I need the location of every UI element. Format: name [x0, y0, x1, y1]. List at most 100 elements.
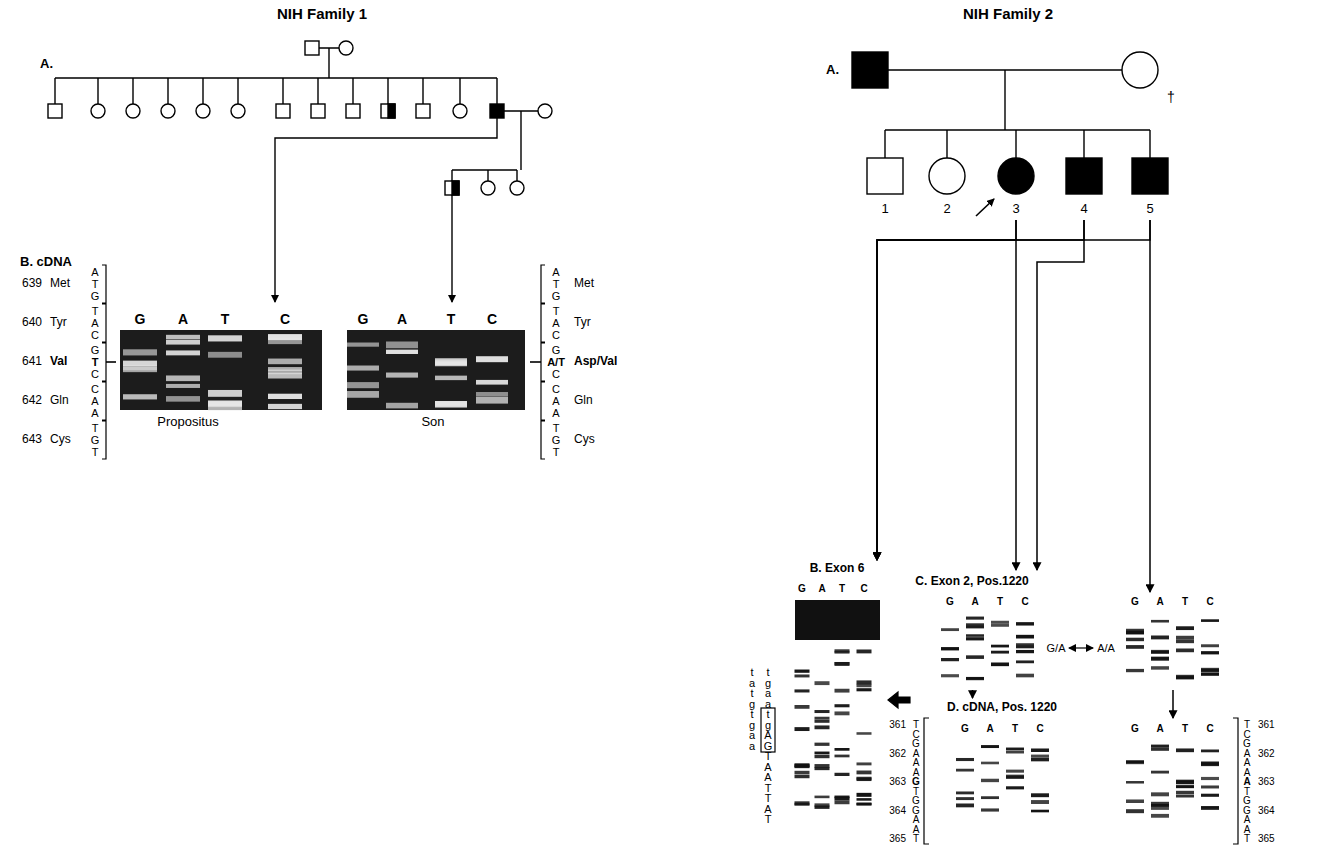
figure-label: A	[1243, 776, 1250, 787]
node-text: Propositus	[157, 415, 218, 429]
pedigree-lines	[452, 111, 538, 181]
figure-label: Asp/Val	[574, 355, 617, 368]
female-symbol	[1122, 52, 1158, 88]
gel-band	[1151, 650, 1169, 653]
figure-label: G	[1243, 795, 1251, 806]
gel-band	[835, 689, 850, 693]
figure-label: 640	[22, 316, 42, 329]
sample-connector	[1037, 220, 1084, 570]
pedigree-individual: 4	[1064, 156, 1104, 220]
figure-label: Met	[50, 277, 70, 290]
gel-band	[1016, 660, 1034, 663]
gel-band	[1151, 747, 1169, 750]
gel-band	[815, 803, 830, 806]
gel-band	[815, 767, 830, 770]
gel-band	[857, 684, 872, 687]
node-text: A	[397, 312, 407, 327]
sample-connector	[877, 220, 1084, 560]
affected-female-symbol	[998, 158, 1034, 194]
figure-label: A	[91, 317, 98, 329]
pointer-arrow	[888, 692, 910, 708]
gel-band	[1201, 644, 1219, 647]
gel-band	[1126, 760, 1144, 764]
node-text: D. cDNA, Pos. 1220	[947, 701, 1057, 714]
pedigree-symbol	[865, 156, 905, 196]
gel-panel: GATC	[1118, 592, 1228, 690]
node-text: C	[1036, 723, 1043, 734]
gel-band	[166, 350, 200, 355]
figure-label: 643	[22, 433, 42, 446]
male-symbol	[311, 104, 325, 118]
figure-label: A	[913, 814, 920, 825]
gel-band	[981, 762, 999, 765]
gel-band	[815, 717, 830, 720]
figure-label: t	[750, 708, 753, 720]
gel-band	[835, 748, 850, 751]
node-text: C	[1206, 723, 1213, 734]
gel-band	[966, 655, 984, 659]
gel-band	[956, 791, 974, 794]
codon-bracket	[924, 718, 929, 844]
figure-label: A	[91, 395, 98, 407]
figure-label: NIH Family 2	[963, 6, 1053, 23]
figure-label: T	[92, 446, 99, 458]
gel-band	[835, 711, 850, 715]
carrier-fill	[452, 181, 459, 195]
figure-label: C	[1243, 728, 1250, 739]
gel-band	[795, 670, 810, 673]
figure-label: A	[552, 317, 559, 329]
gel-band	[1126, 799, 1144, 803]
gel-band	[476, 397, 508, 404]
node-text: Son	[421, 415, 444, 429]
figure-label: A	[913, 747, 920, 758]
double-arrow	[1069, 647, 1093, 648]
sample-connector	[972, 690, 974, 698]
gel-band	[1031, 800, 1049, 804]
figure-label: Cys	[50, 433, 71, 446]
gel-band	[166, 340, 200, 345]
gel-band	[835, 773, 850, 776]
gel-band	[795, 763, 810, 766]
gel-panel: GATC	[1115, 718, 1230, 825]
figure-label: NIH Family 1	[277, 6, 367, 23]
gel-band	[1176, 795, 1194, 798]
male-symbol	[867, 158, 903, 194]
node-text: G	[358, 312, 369, 327]
gel-band	[835, 704, 850, 707]
gel-band	[208, 390, 242, 397]
figure-label: g	[749, 697, 755, 709]
gel-band	[857, 803, 872, 806]
figure-label: A.	[826, 63, 839, 77]
figure-label: C	[552, 368, 560, 380]
figure-label: 365	[889, 833, 906, 844]
gel-band	[1201, 785, 1219, 788]
figure-label: 642	[22, 394, 42, 407]
figure-label: T	[765, 813, 772, 825]
gel-band	[1176, 781, 1194, 785]
figure-label: A/A	[1097, 642, 1115, 654]
female-symbol	[929, 158, 965, 194]
figure-label: A	[1244, 823, 1251, 834]
gel-band	[1176, 785, 1194, 788]
gel-band	[476, 392, 508, 396]
gel-band	[795, 674, 810, 677]
gel-image	[120, 330, 322, 410]
gel-band	[268, 367, 302, 371]
figure-label: T	[92, 305, 99, 317]
gel-band	[1016, 674, 1034, 678]
figure-label: A	[764, 771, 771, 783]
gel-band	[1151, 802, 1169, 806]
gel-band	[208, 335, 242, 341]
figure-label: C	[91, 383, 99, 395]
figure-label: Val	[50, 355, 67, 368]
sample-connector	[1149, 220, 1151, 592]
gel-band	[981, 796, 999, 799]
gel-band	[835, 797, 850, 801]
gel-band	[1176, 649, 1194, 653]
node-text: T	[447, 312, 456, 327]
gel-band	[386, 350, 418, 354]
gel-band	[1176, 786, 1194, 789]
figure-label: 362	[889, 747, 906, 758]
gel-band	[1031, 755, 1049, 758]
gel-band	[1201, 668, 1219, 671]
